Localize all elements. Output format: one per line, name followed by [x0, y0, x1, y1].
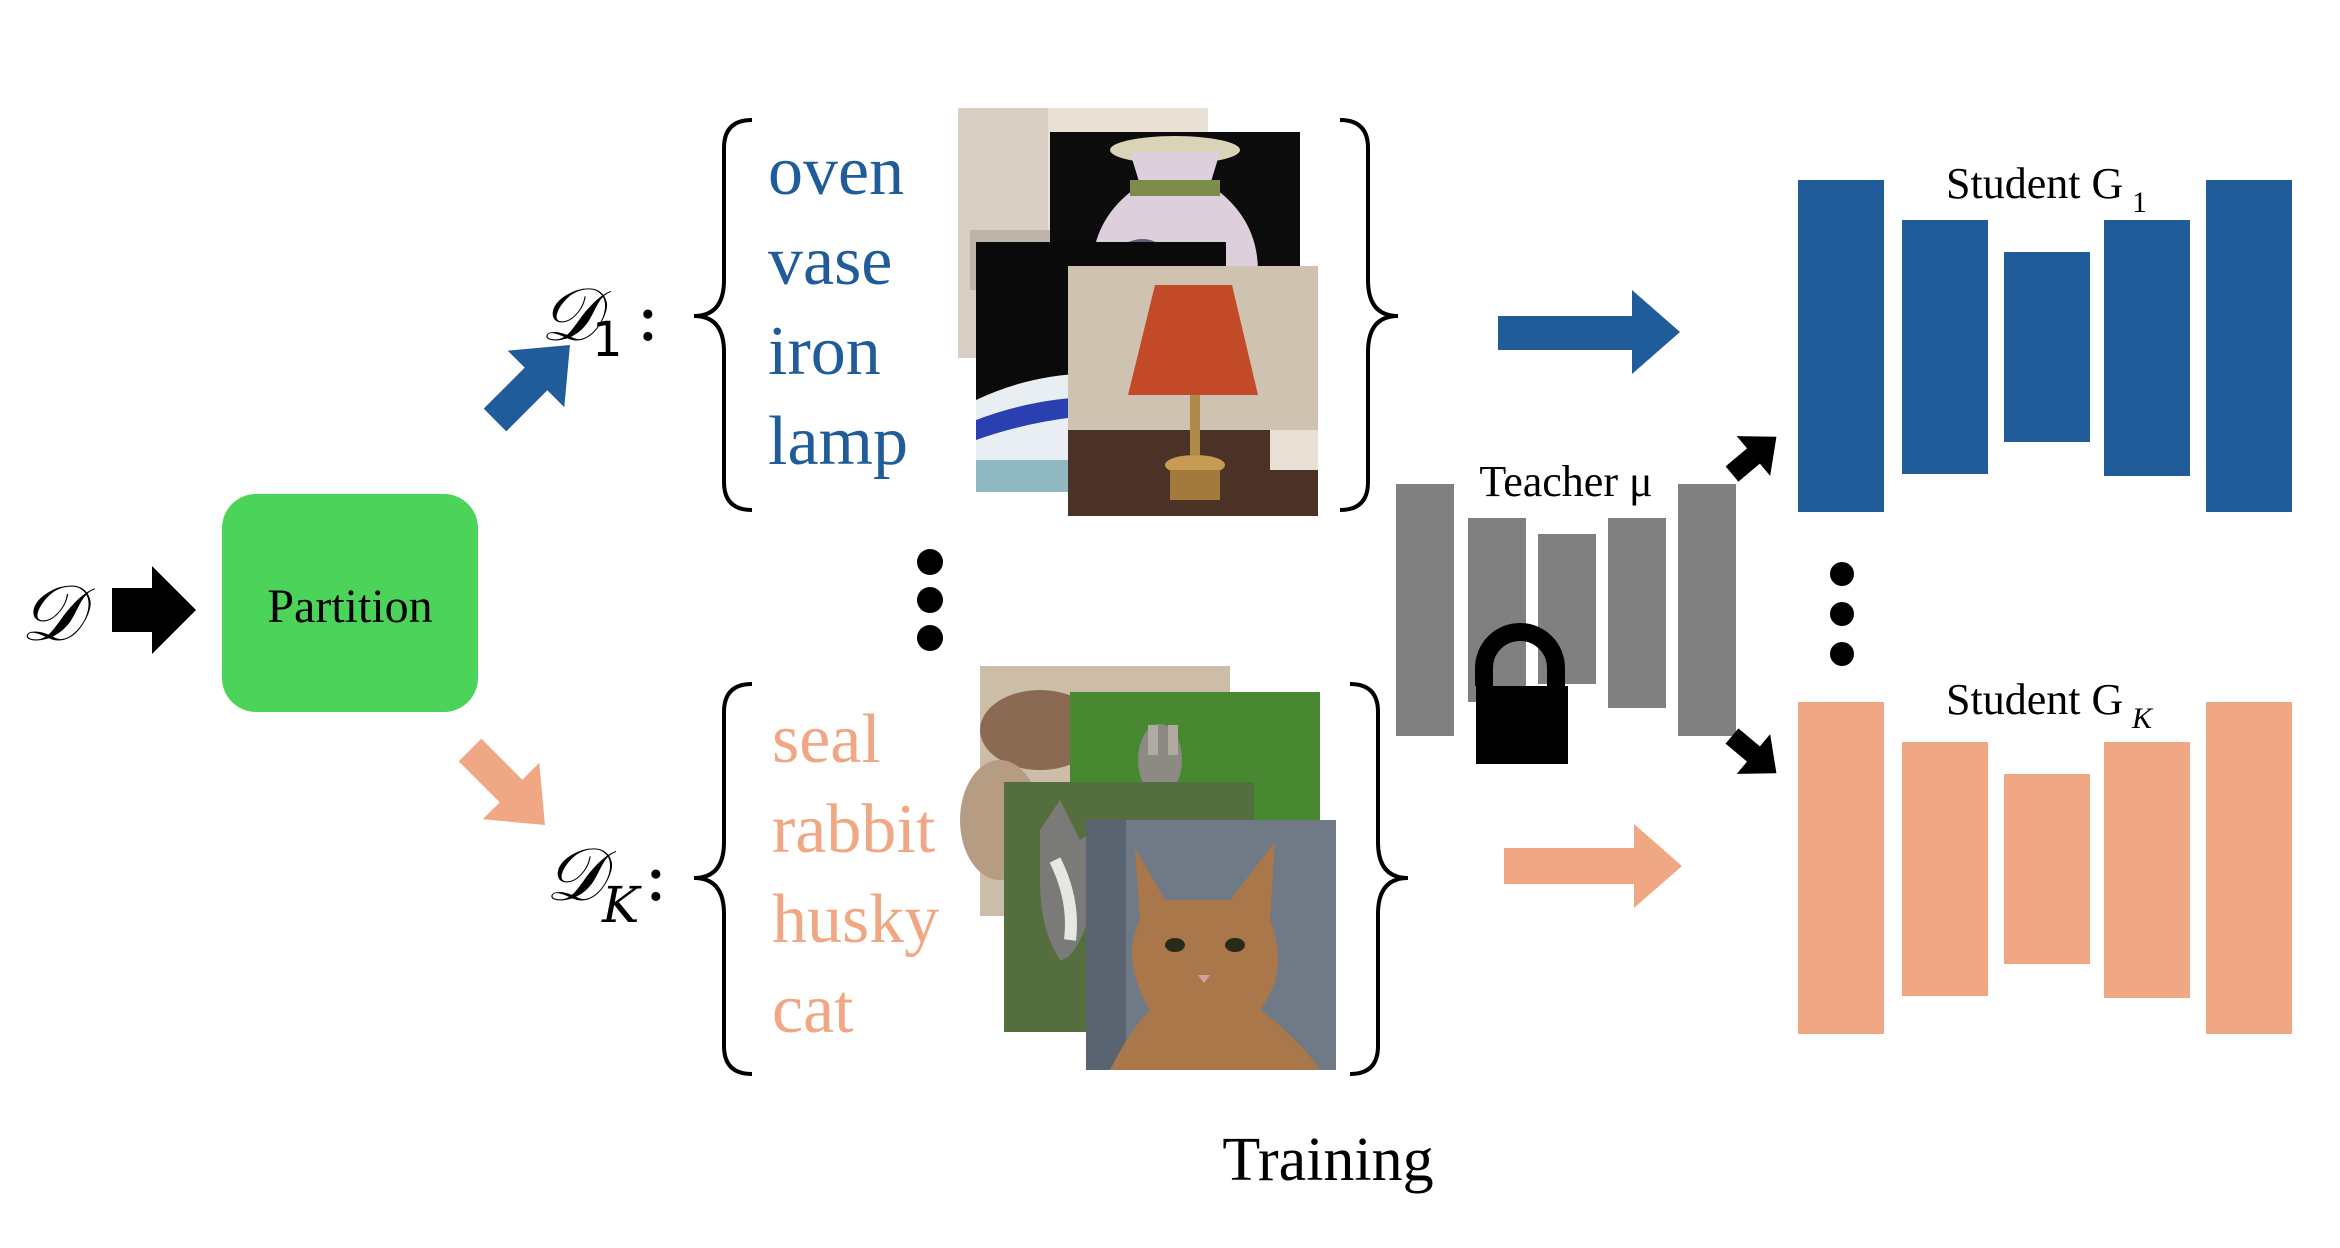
- category-vase: vase: [768, 223, 892, 300]
- partition-label: Partition: [267, 580, 432, 633]
- student-g1-label: Student G 1: [1946, 159, 2147, 219]
- subsets-ellipsis: [917, 549, 943, 651]
- subset-dk-colon: :: [644, 835, 668, 917]
- image-stack-dk: [960, 666, 1336, 1070]
- arrow-to-dk: [458, 738, 545, 825]
- student-gk-label: Student G K: [1946, 675, 2154, 735]
- train-arrow-dk: [1504, 824, 1682, 908]
- student-g1-layer-1: [1798, 180, 1884, 512]
- student-gk-layer-2: [1902, 742, 1988, 996]
- teacher-layer-1: [1396, 484, 1454, 736]
- brace-right-d1: [1339, 118, 1399, 512]
- student-gk-label-text: Student G: [1946, 675, 2123, 724]
- category-seal: seal: [772, 701, 881, 778]
- teacher-label: Teacher μ: [1479, 457, 1652, 506]
- student-g1-label-text: Student G: [1946, 159, 2123, 208]
- student-gk-layer-4: [2104, 742, 2190, 998]
- category-rabbit: rabbit: [772, 791, 936, 868]
- train-arrow-d1: [1498, 290, 1680, 374]
- teacher-layer-5: [1678, 484, 1736, 736]
- image-stack-d1: [958, 108, 1318, 516]
- student-gk-subscript: K: [2131, 702, 2154, 735]
- student-g1-subscript: 1: [2132, 186, 2147, 219]
- brace-left-dk: [693, 682, 753, 1076]
- arrow-to-d1: [483, 345, 570, 432]
- student-g1-layer-4: [2104, 220, 2190, 476]
- category-cat: cat: [772, 971, 854, 1048]
- student-gk-layer-1: [1798, 702, 1884, 1034]
- dataset-symbol: 𝒟: [20, 569, 95, 659]
- image-lamp: [1068, 266, 1318, 516]
- subset-dk-subscript: K: [601, 876, 642, 934]
- partition-box: [222, 494, 478, 712]
- student-g1-network: Student G 1: [1798, 159, 2292, 512]
- student-gk-layer-5: [2206, 702, 2292, 1034]
- subset-d1-subscript: 1: [592, 312, 623, 368]
- student-g1-layer-5: [2206, 180, 2292, 512]
- lock-icon: [1475, 623, 1568, 764]
- student-g1-layer-3: [2004, 252, 2090, 442]
- category-oven: oven: [768, 133, 904, 210]
- input-arrow: [112, 566, 196, 654]
- subset-d1-colon: :: [636, 275, 660, 357]
- brace-right-dk: [1349, 682, 1409, 1076]
- teacher-network: Teacher μ: [1396, 457, 1736, 764]
- teacher-layer-4: [1608, 518, 1666, 708]
- subset-d1-label: 𝒟 1 :: [540, 272, 660, 368]
- teacher-arrow-to-g1: [1725, 436, 1777, 482]
- teacher-arrow-to-gk: [1725, 728, 1777, 774]
- training-label: Training: [1222, 1126, 1433, 1194]
- category-husky: husky: [772, 881, 939, 958]
- student-g1-layer-2: [1902, 220, 1988, 474]
- student-gk-layer-3: [2004, 774, 2090, 964]
- category-iron: iron: [768, 313, 881, 390]
- students-ellipsis: [1830, 562, 1854, 666]
- brace-left-d1: [693, 118, 753, 512]
- student-gk-network: Student G K: [1798, 675, 2292, 1034]
- category-lamp: lamp: [768, 403, 908, 480]
- subset-dk-label: 𝒟 K :: [545, 832, 668, 934]
- image-cat: [1086, 820, 1336, 1070]
